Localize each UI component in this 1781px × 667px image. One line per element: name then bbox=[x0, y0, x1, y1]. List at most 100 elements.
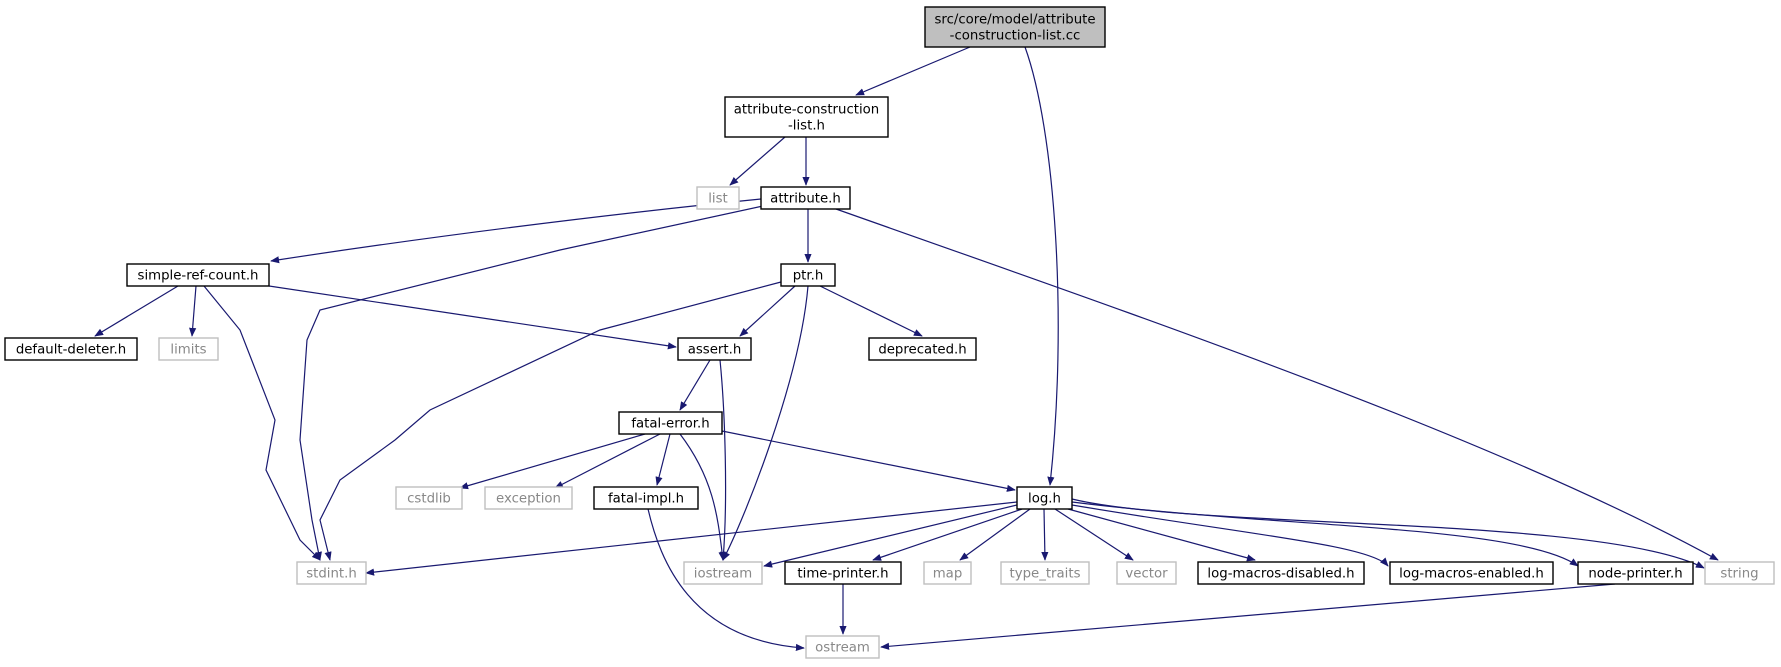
node-cstdlib: cstdlib bbox=[395, 486, 463, 510]
node-node_printer[interactable]: node-printer.h bbox=[1577, 561, 1694, 585]
node-string: string bbox=[1704, 561, 1775, 585]
node-box-ostream bbox=[805, 635, 880, 659]
node-box-assert_h bbox=[677, 337, 752, 361]
node-log_en[interactable]: log-macros-enabled.h bbox=[1389, 561, 1554, 585]
node-log_h[interactable]: log.h bbox=[1016, 486, 1073, 510]
node-label-fatal_error: fatal-error.h bbox=[631, 417, 709, 432]
node-log_dis[interactable]: log-macros-disabled.h bbox=[1197, 561, 1365, 585]
node-label-map: map bbox=[933, 567, 963, 582]
node-label-acl_h-line-2: -list.h bbox=[788, 119, 825, 134]
node-label-deprecated_h: deprecated.h bbox=[878, 343, 966, 358]
node-fatal_impl[interactable]: fatal-impl.h bbox=[593, 486, 699, 510]
node-box-iostream bbox=[683, 561, 763, 585]
node-box-attribute_h bbox=[760, 186, 851, 210]
node-label-time_printer: time-printer.h bbox=[797, 567, 888, 582]
node-exception: exception bbox=[484, 486, 573, 510]
edge-attribute_h-to-string bbox=[835, 208, 1719, 561]
node-box-exception bbox=[484, 486, 573, 510]
edge-log_h-to-log_dis bbox=[1067, 508, 1256, 562]
edge-log_h-to-string bbox=[1071, 498, 1705, 569]
node-label-root-line-1: src/core/model/attribute bbox=[934, 13, 1095, 28]
node-limits: limits bbox=[158, 337, 219, 361]
node-label-limits: limits bbox=[170, 343, 206, 358]
edge-simple_ref-to-limits bbox=[189, 285, 197, 337]
node-box-cstdlib bbox=[395, 486, 463, 510]
edges-layer bbox=[94, 46, 1719, 652]
node-label-attribute_h: attribute.h bbox=[770, 192, 841, 207]
node-label-ptr_h: ptr.h bbox=[793, 269, 824, 284]
edge-fatal_error-to-cstdlib bbox=[459, 433, 646, 490]
node-label-vector: vector bbox=[1125, 567, 1168, 582]
node-box-deprecated_h bbox=[868, 337, 977, 361]
node-box-root bbox=[924, 6, 1106, 48]
node-box-map bbox=[923, 561, 972, 585]
edge-assert_h-to-iostream bbox=[719, 359, 728, 561]
node-box-vector bbox=[1116, 561, 1177, 585]
node-label-log_h: log.h bbox=[1028, 492, 1061, 507]
node-simple_ref[interactable]: simple-ref-count.h bbox=[126, 263, 270, 287]
node-box-log_en bbox=[1389, 561, 1554, 585]
edge-ptr_h-to-assert_h bbox=[739, 285, 796, 337]
node-deprecated_h[interactable]: deprecated.h bbox=[868, 337, 977, 361]
node-label-stdint: stdint.h bbox=[306, 567, 357, 582]
node-box-type_traits bbox=[1000, 561, 1090, 585]
edge-log_h-to-type_traits bbox=[1041, 508, 1049, 561]
node-box-stdint bbox=[296, 561, 367, 585]
node-assert_h[interactable]: assert.h bbox=[677, 337, 752, 361]
edge-ptr_h-to-iostream bbox=[722, 285, 809, 561]
node-label-default_deleter: default-deleter.h bbox=[16, 343, 126, 358]
node-box-ptr_h bbox=[780, 263, 836, 287]
node-label-acl_h-line-1: attribute-construction bbox=[734, 103, 880, 118]
edge-fatal_error-to-fatal_impl bbox=[655, 433, 671, 486]
node-default_deleter[interactable]: default-deleter.h bbox=[4, 337, 138, 361]
node-label-root-line-2: -construction-list.cc bbox=[950, 29, 1081, 44]
edge-attribute_h-to-simple_ref bbox=[270, 198, 762, 264]
edge-fatal_impl-to-ostream bbox=[647, 508, 805, 652]
node-label-ostream: ostream bbox=[815, 641, 870, 656]
node-label-iostream: iostream bbox=[694, 567, 752, 582]
node-box-limits bbox=[158, 337, 219, 361]
node-box-acl_h bbox=[724, 96, 889, 138]
node-label-log_en: log-macros-enabled.h bbox=[1399, 567, 1544, 582]
node-label-list: list bbox=[708, 192, 728, 207]
edge-root-to-log_h bbox=[1024, 46, 1059, 486]
edge-simple_ref-to-assert_h bbox=[268, 285, 677, 350]
edge-fatal_error-to-iostream bbox=[679, 433, 726, 561]
node-box-log_dis bbox=[1197, 561, 1365, 585]
node-ptr_h[interactable]: ptr.h bbox=[780, 263, 836, 287]
node-box-node_printer bbox=[1577, 561, 1694, 585]
node-label-fatal_impl: fatal-impl.h bbox=[608, 492, 684, 507]
node-label-exception: exception bbox=[496, 492, 561, 507]
node-vector: vector bbox=[1116, 561, 1177, 585]
edge-acl_h-to-list bbox=[729, 136, 786, 186]
edge-log_h-to-node_printer bbox=[1071, 501, 1579, 567]
node-acl_h[interactable]: attribute-construction-list.h bbox=[724, 96, 889, 138]
edge-ptr_h-to-stdint bbox=[319, 281, 782, 561]
edge-attribute_h-to-stdint bbox=[299, 205, 764, 561]
node-label-node_printer: node-printer.h bbox=[1588, 567, 1682, 582]
node-label-simple_ref: simple-ref-count.h bbox=[138, 269, 259, 284]
edge-node_printer-to-ostream bbox=[880, 583, 1616, 650]
edge-fatal_error-to-exception bbox=[554, 433, 661, 489]
node-box-simple_ref bbox=[126, 263, 270, 287]
node-map: map bbox=[923, 561, 972, 585]
node-label-string: string bbox=[1720, 567, 1758, 582]
edge-root-to-acl_h bbox=[855, 46, 971, 96]
node-iostream: iostream bbox=[683, 561, 763, 585]
edge-fatal_error-to-log_h bbox=[721, 430, 1016, 492]
node-box-time_printer bbox=[784, 561, 902, 585]
node-root: src/core/model/attribute-construction-li… bbox=[924, 6, 1106, 48]
node-label-type_traits: type_traits bbox=[1009, 567, 1080, 582]
edge-log_h-to-time_printer bbox=[872, 508, 1023, 561]
node-box-default_deleter bbox=[4, 337, 138, 361]
node-box-string bbox=[1704, 561, 1775, 585]
node-box-list bbox=[696, 186, 740, 210]
node-time_printer[interactable]: time-printer.h bbox=[784, 561, 902, 585]
node-attribute_h[interactable]: attribute.h bbox=[760, 186, 851, 210]
node-label-cstdlib: cstdlib bbox=[407, 492, 451, 507]
edge-ptr_h-to-deprecated_h bbox=[819, 285, 923, 337]
node-fatal_error[interactable]: fatal-error.h bbox=[618, 411, 723, 435]
node-box-fatal_impl bbox=[593, 486, 699, 510]
edge-log_h-to-map bbox=[959, 508, 1031, 561]
